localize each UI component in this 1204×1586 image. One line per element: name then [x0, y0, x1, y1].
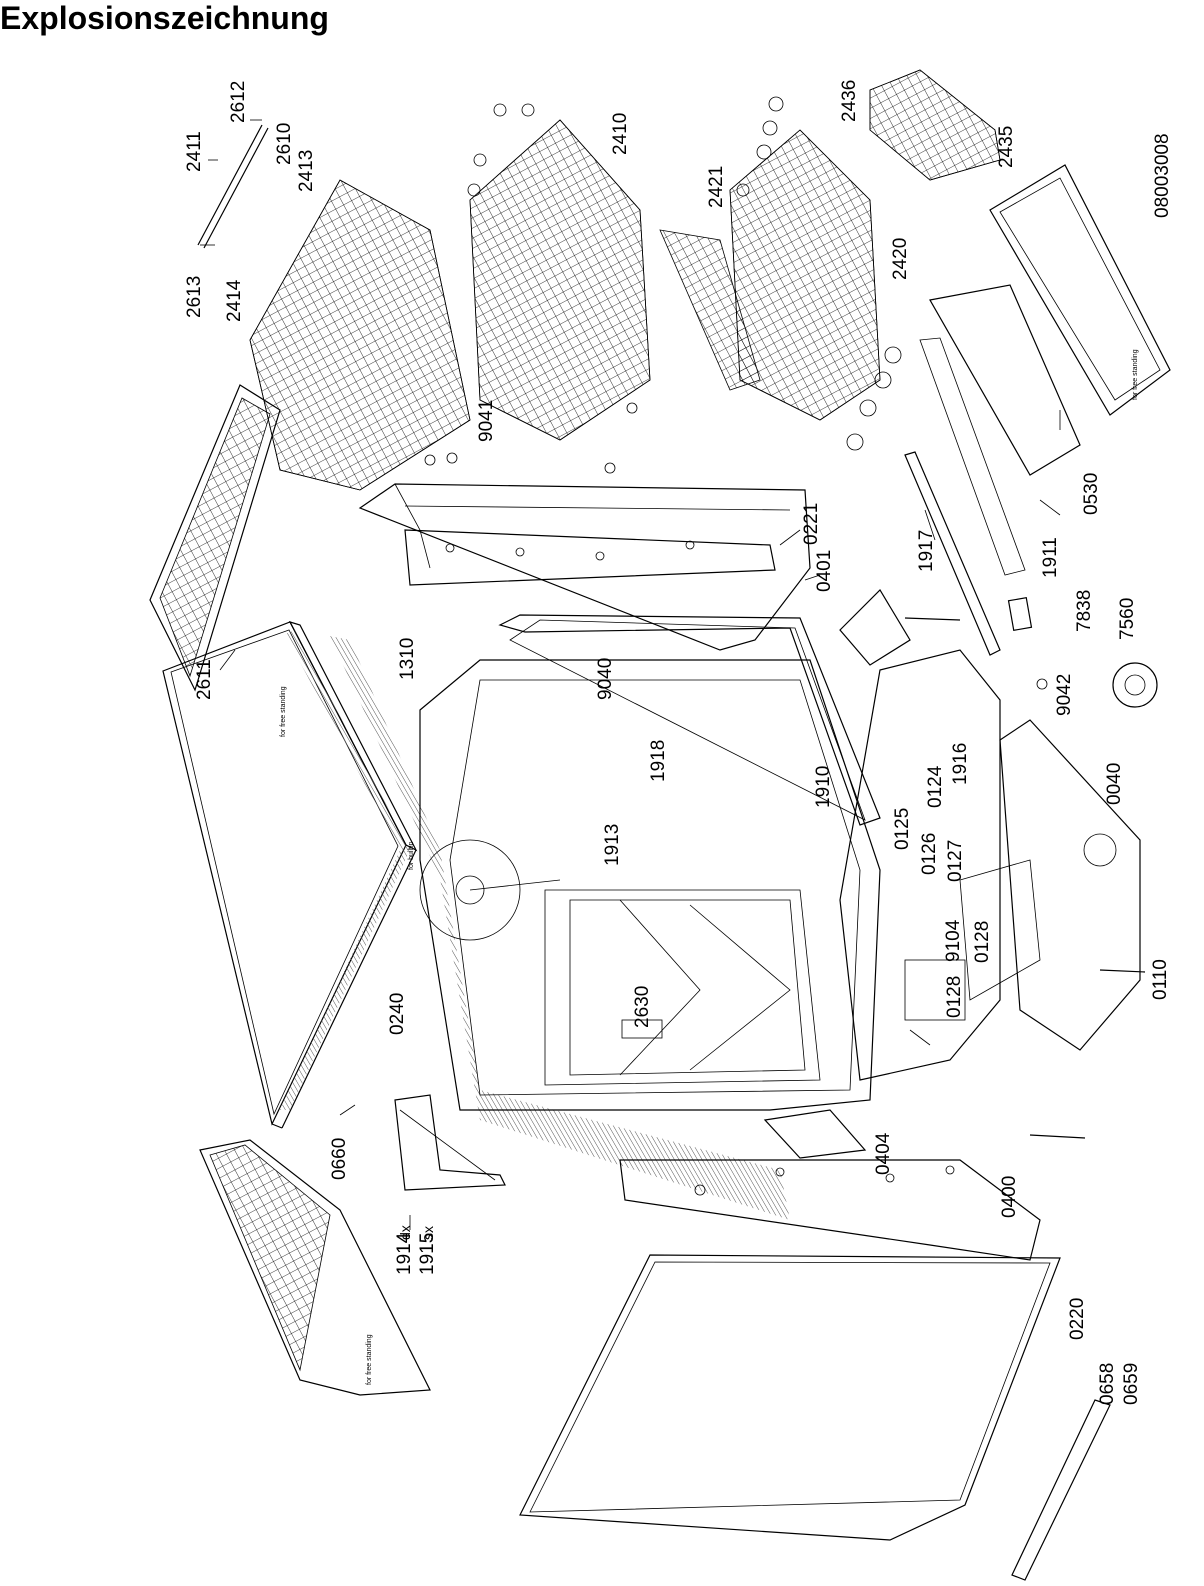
callout-2610: 2610: [274, 123, 295, 165]
cabinet-back-panel: [358, 483, 811, 651]
callout-1910: 1910: [813, 766, 834, 808]
door-seal: [498, 614, 881, 826]
drawing-number: 08003008: [1152, 133, 1173, 218]
callout-2421: 2421: [706, 166, 727, 208]
note-free-standing-panel: for free standing: [1132, 349, 1139, 400]
callout-0126: 0126: [919, 833, 940, 875]
callout-2612: 2612: [228, 81, 249, 123]
bracket-1914: [394, 1094, 506, 1191]
callout-7560: 7560: [1117, 598, 1138, 640]
callout-0128-lower: 0128: [944, 976, 965, 1018]
part-0404: [763, 1109, 867, 1159]
leader-lines: [200, 119, 1061, 1230]
callout-0040: 0040: [1104, 763, 1125, 805]
note-for-builtin: for builtin: [408, 841, 415, 870]
callout-2435: 2435: [996, 126, 1017, 168]
callout-0125: 0125: [892, 808, 913, 850]
door-hinge-support: [919, 284, 1081, 576]
insulation-mat-top: [280, 630, 410, 1110]
callout-1911: 1911: [1040, 537, 1061, 578]
callout-9104: 9104: [943, 919, 964, 962]
plinth-0530: [989, 164, 1171, 416]
callout-2613: 2613: [184, 276, 205, 318]
callout-0404: 0404: [873, 1132, 894, 1175]
callout-0660: 0660: [329, 1138, 350, 1180]
side-rail-upper: [404, 529, 776, 586]
callout-2414: 2414: [224, 279, 245, 322]
base-frame: [839, 649, 1041, 1081]
callout-2630: 2630: [632, 986, 653, 1028]
callout-9040: 9040: [595, 658, 616, 700]
cutlery-tray: [149, 384, 281, 692]
callout-0128-upper: 0128: [972, 921, 993, 963]
callout-1915: 1915: [417, 1233, 438, 1275]
callout-0220: 0220: [1067, 1298, 1088, 1340]
side-rail-lower: [619, 1159, 1041, 1261]
tub: [419, 659, 881, 1111]
callout-0127: 0127: [945, 840, 966, 882]
door-panel-0220: [519, 1254, 1061, 1541]
callout-2420: 2420: [890, 238, 911, 280]
callout-sx: sx: [420, 1226, 436, 1240]
base-plate-0040: [999, 719, 1141, 1051]
strip-1917: [904, 451, 1001, 656]
callout-0221: 0221: [801, 503, 822, 545]
callout-1916: 1916: [950, 743, 971, 785]
callout-0401: 0401: [814, 550, 835, 592]
callout-0659: 0659: [1121, 1363, 1142, 1405]
insulation-mat-side: [330, 636, 790, 1220]
lower-basket: [659, 129, 881, 421]
callout-2436: 2436: [839, 80, 860, 122]
rollers: [424, 96, 902, 474]
callout-2410: 2410: [610, 113, 631, 155]
callout-0400: 0400: [999, 1176, 1020, 1218]
small-parts: [839, 589, 1158, 1139]
callout-7838: 7838: [1074, 590, 1095, 632]
callout-1310: 1310: [397, 638, 418, 680]
callout-1918: 1918: [648, 740, 669, 782]
strip-0658: [1011, 1399, 1111, 1581]
middle-basket: [469, 119, 651, 441]
callout-0110: 0110: [1150, 959, 1171, 1000]
callout-0530: 0530: [1081, 473, 1102, 515]
note-free-standing-top: for free standing: [280, 686, 287, 737]
callout-1917: 1917: [916, 530, 937, 572]
callout-9041: 9041: [476, 400, 497, 442]
callout-dx: dx: [397, 1225, 413, 1240]
callout-1913: 1913: [602, 824, 623, 866]
callout-2411: 2411: [184, 131, 205, 172]
callout-0124: 0124: [925, 765, 946, 808]
page-title: Explosionszeichnung: [0, 0, 329, 36]
front-panel: [199, 1139, 431, 1396]
callout-1914: 1914: [394, 1232, 415, 1275]
callout-2413: 2413: [296, 150, 317, 192]
note-free-standing-front: for free standing: [366, 1334, 373, 1385]
cutlery-basket: [869, 69, 1001, 181]
rail-2612: [197, 124, 269, 249]
callout-9042: 9042: [1054, 674, 1075, 716]
callout-2611: 2611: [194, 659, 215, 700]
upper-basket: [249, 179, 471, 491]
callout-0658: 0658: [1097, 1363, 1118, 1405]
callout-0240: 0240: [387, 993, 408, 1035]
